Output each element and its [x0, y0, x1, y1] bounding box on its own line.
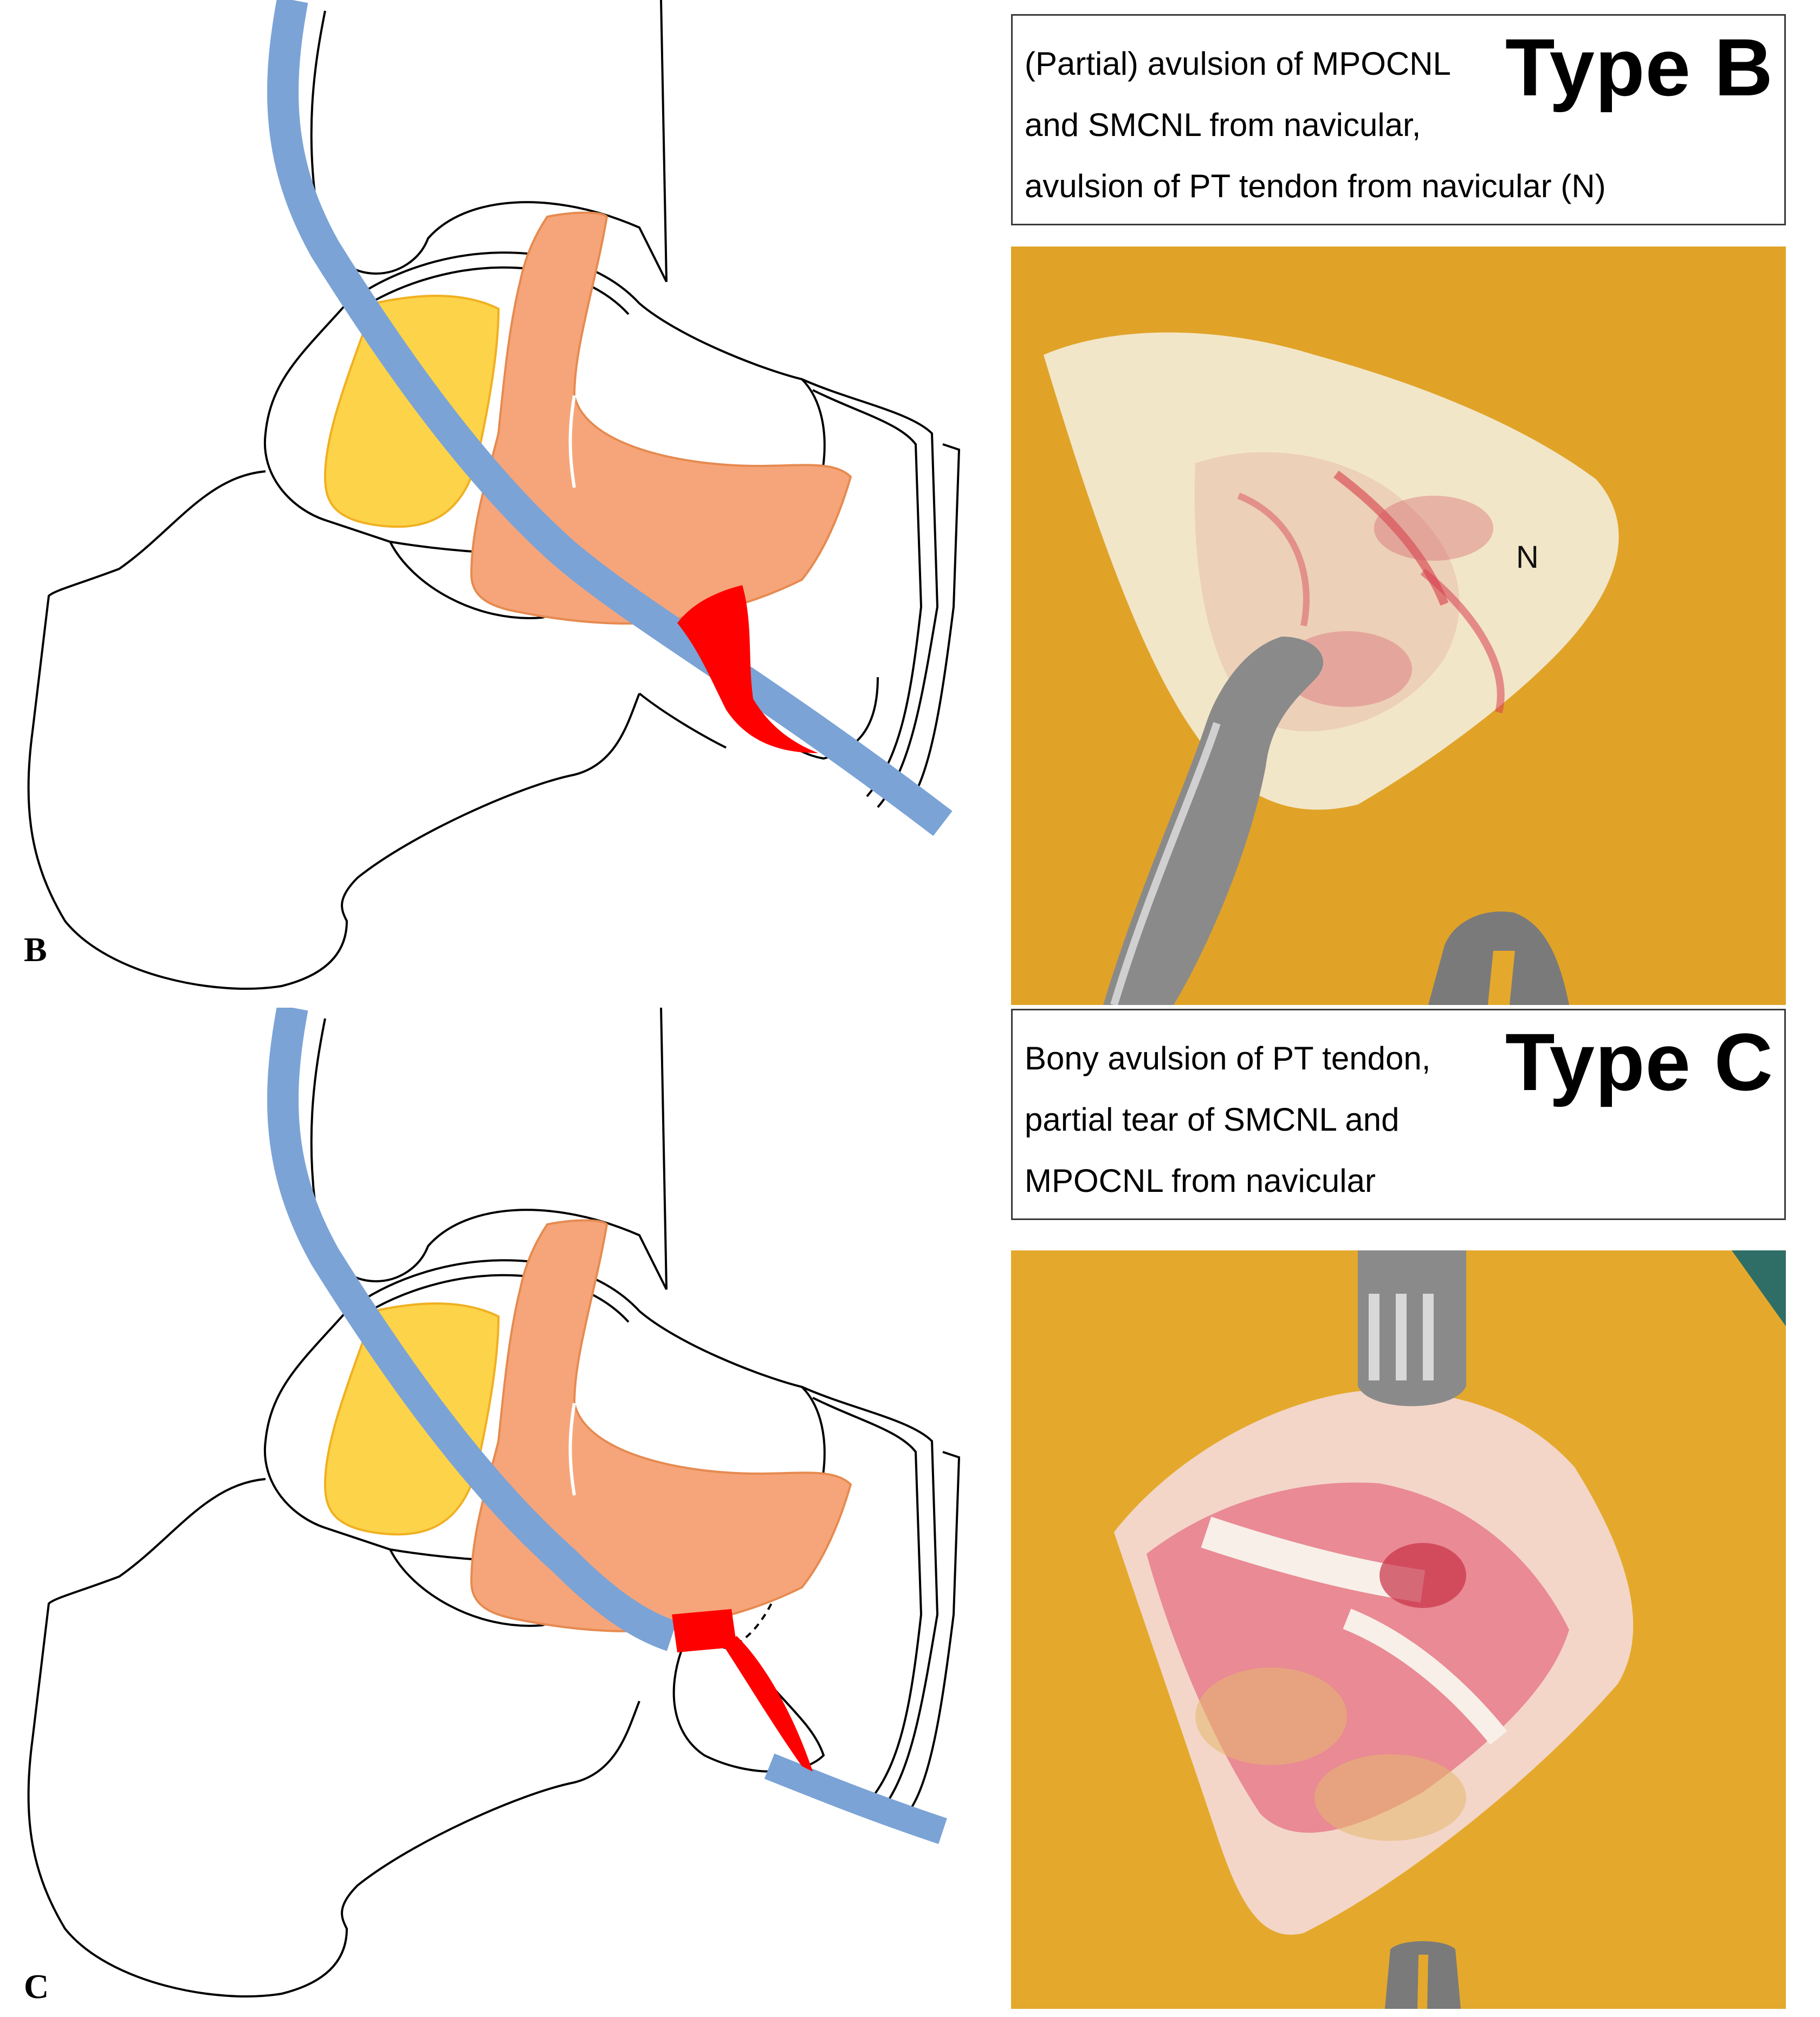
ankle-drawing-b: [27, 0, 961, 990]
panel-letter-b: B: [24, 930, 47, 969]
caption-line: (Partial) avulsion of MPOCNL: [1025, 46, 1451, 82]
caption-line: partial tear of SMCNL and: [1025, 1101, 1400, 1138]
caption-box-b: (Partial) avulsion of MPOCNL and SMCNL f…: [1011, 14, 1786, 225]
caption-text-b: (Partial) avulsion of MPOCNL and SMCNL f…: [1025, 33, 1606, 217]
panel-c: C Bony avulsion of PT tendon, partial te…: [0, 1008, 1820, 2017]
posterior-tibial-tendon-c: [267, 1008, 677, 1651]
yellow-ligament-c: [323, 1302, 500, 1536]
surgical-photo-b: N: [1011, 247, 1786, 1005]
avulsion-red-b: [677, 585, 818, 753]
type-label-b: Type B: [1505, 22, 1773, 113]
orange-ligament-c: [470, 1219, 852, 1632]
ankle-drawing-c: [27, 1008, 961, 1997]
photo-label-n: N: [1516, 540, 1539, 575]
caption-text-c: Bony avulsion of PT tendon, partial tear…: [1025, 1028, 1430, 1211]
panel-letter-c: C: [24, 1967, 49, 2006]
type-label-c: Type C: [1505, 1016, 1773, 1107]
diagram-type-b: B: [0, 0, 986, 1008]
yellow-ligament-b: [323, 295, 500, 528]
surgical-photo-c: [1011, 1250, 1786, 2009]
orange-ligament-b: [470, 211, 852, 625]
caption-line: Bony avulsion of PT tendon,: [1025, 1040, 1431, 1076]
caption-line: MPOCNL from navicular: [1025, 1163, 1376, 1199]
caption-line: and SMCNL from navicular,: [1025, 107, 1421, 143]
diagram-type-c: C: [0, 1008, 986, 2017]
caption-line: avulsion of PT tendon from navicular (N): [1025, 168, 1606, 204]
panel-b: B (Partial) avulsion of MPOCNL and SMCNL…: [0, 0, 1820, 1008]
caption-box-c: Bony avulsion of PT tendon, partial tear…: [1011, 1009, 1786, 1220]
